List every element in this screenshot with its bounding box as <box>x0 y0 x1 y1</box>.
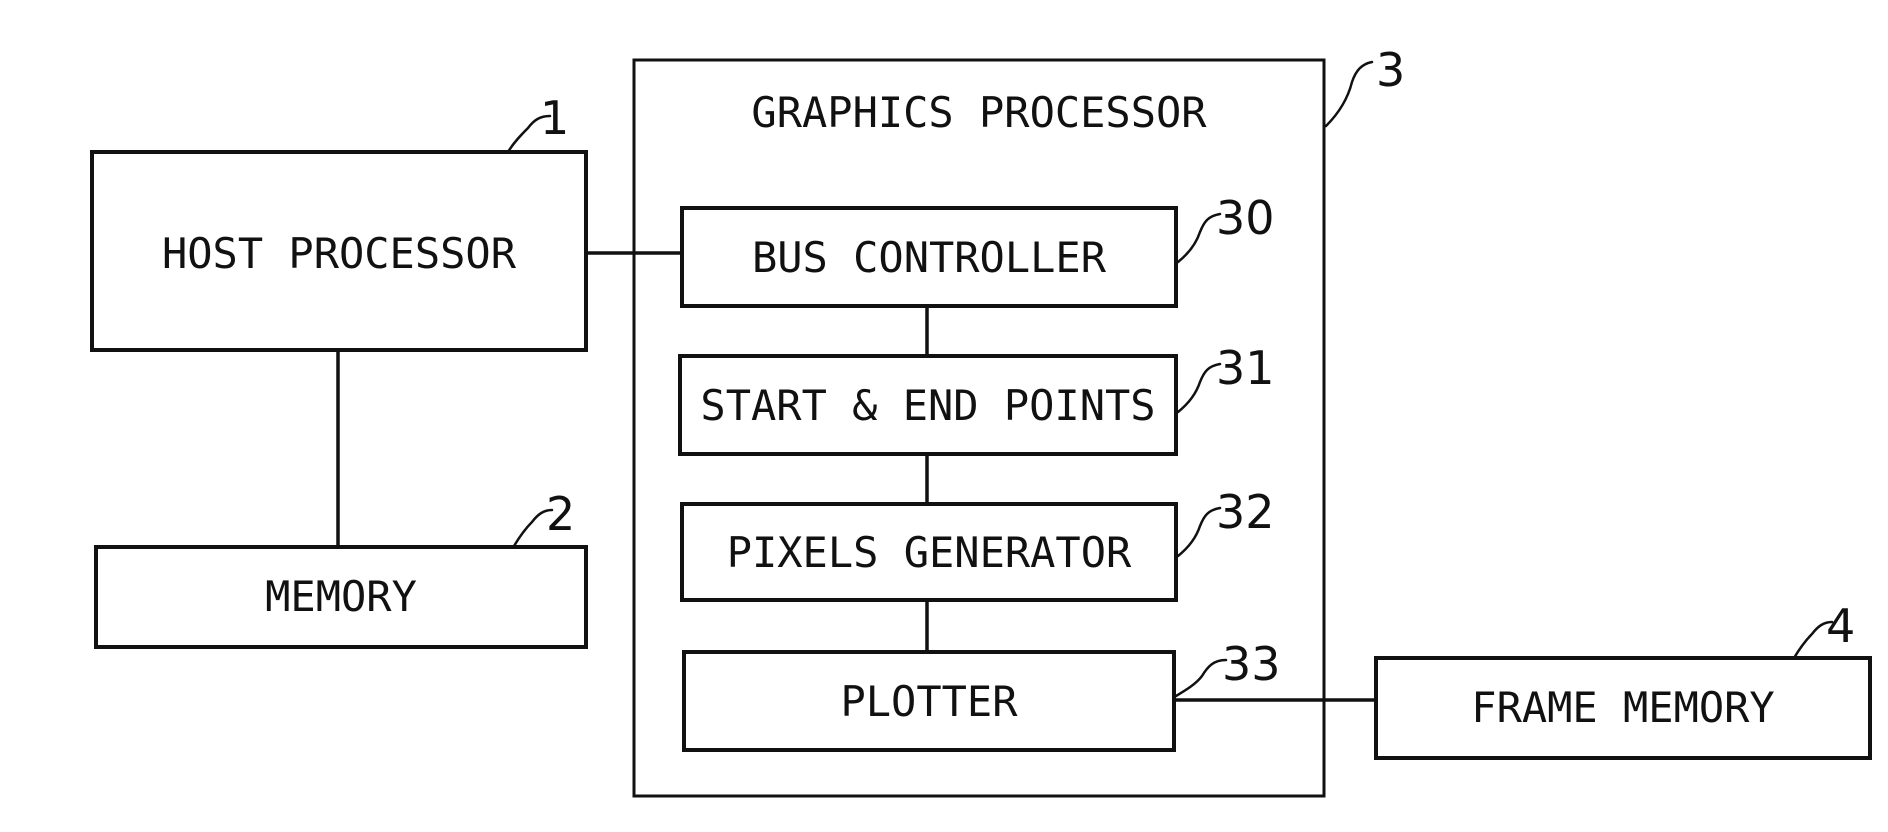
plotter-leader <box>1176 660 1226 696</box>
graphics-processor-ref: 3 <box>1376 43 1405 97</box>
bus-controller-ref: 30 <box>1216 191 1275 245</box>
pixels-generator-leader <box>1178 508 1220 556</box>
host-processor-label: HOST PROCESSOR <box>162 229 517 278</box>
bus-controller-label: BUS CONTROLLER <box>752 233 1107 282</box>
memory-ref: 2 <box>546 487 575 541</box>
plotter-ref: 33 <box>1222 637 1281 691</box>
host-processor-ref: 1 <box>540 91 569 145</box>
memory-label: MEMORY <box>265 572 417 621</box>
start-end-points-ref: 31 <box>1216 341 1275 395</box>
start-end-points-label: START & END POINTS <box>700 381 1155 430</box>
frame-memory-ref: 4 <box>1826 599 1855 653</box>
plotter-label: PLOTTER <box>840 677 1018 726</box>
host-processor-block: HOST PROCESSOR 1 <box>92 91 586 350</box>
graphics-processor-leader <box>1326 62 1372 126</box>
start-end-points-leader <box>1178 364 1220 412</box>
pixels-generator-block: PIXELS GENERATOR 32 <box>682 485 1275 600</box>
pixels-generator-label: PIXELS GENERATOR <box>727 528 1132 577</box>
bus-controller-leader <box>1178 214 1220 262</box>
frame-memory-label: FRAME MEMORY <box>1471 683 1774 732</box>
pixels-generator-ref: 32 <box>1216 485 1275 539</box>
bus-controller-block: BUS CONTROLLER 30 <box>682 191 1275 306</box>
plotter-block: PLOTTER 33 <box>684 637 1281 750</box>
start-end-points-block: START & END POINTS 31 <box>680 341 1275 454</box>
memory-block: MEMORY 2 <box>96 487 586 647</box>
frame-memory-block: FRAME MEMORY 4 <box>1376 599 1870 758</box>
graphics-processor-label: GRAPHICS PROCESSOR <box>751 88 1207 137</box>
